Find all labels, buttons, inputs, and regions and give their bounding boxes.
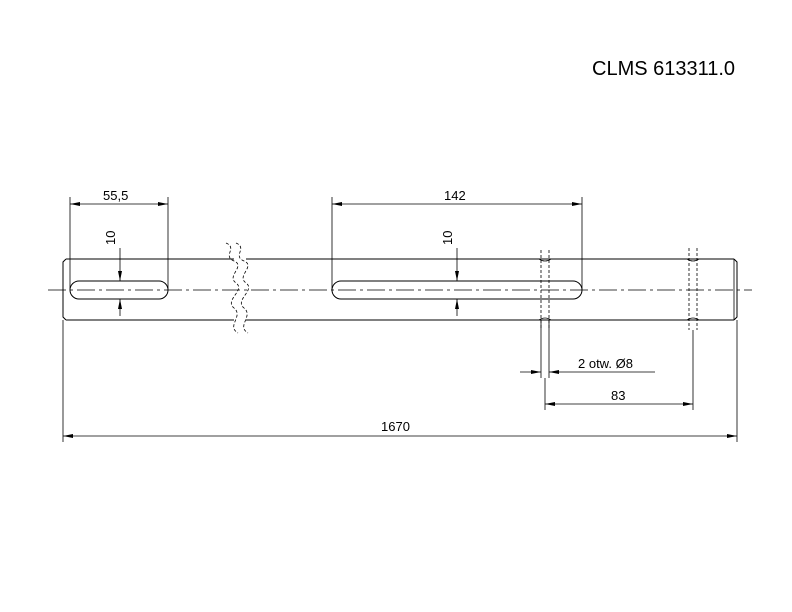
- dim-right-keyway-width-label: 10: [440, 231, 455, 245]
- hole-1: [538, 250, 552, 330]
- dim-total-length: 1670: [62, 320, 738, 442]
- dim-total-length-label: 1670: [381, 419, 410, 434]
- dim-left-keyway-length-label: 55,5: [103, 188, 128, 203]
- dim-left-keyway-width: 10: [103, 231, 122, 316]
- dim-right-keyway-width: 10: [440, 231, 459, 316]
- dim-hole-spacing-label: 83: [611, 388, 625, 403]
- dim-hole-spacing: 83: [544, 330, 694, 410]
- dim-right-keyway-length: 142: [331, 188, 583, 290]
- dim-left-keyway-width-label: 10: [103, 231, 118, 245]
- shaft: [62, 258, 738, 321]
- dim-holes: 2 otw. Ø8: [520, 320, 655, 378]
- dim-right-keyway-length-label: 142: [444, 188, 466, 203]
- drawing-title: CLMS 613311.0: [592, 58, 735, 80]
- hole-2: [686, 248, 700, 330]
- dim-holes-label: 2 otw. Ø8: [578, 356, 633, 371]
- break-lines: [225, 242, 249, 334]
- dim-left-keyway-length: 55,5: [69, 188, 169, 290]
